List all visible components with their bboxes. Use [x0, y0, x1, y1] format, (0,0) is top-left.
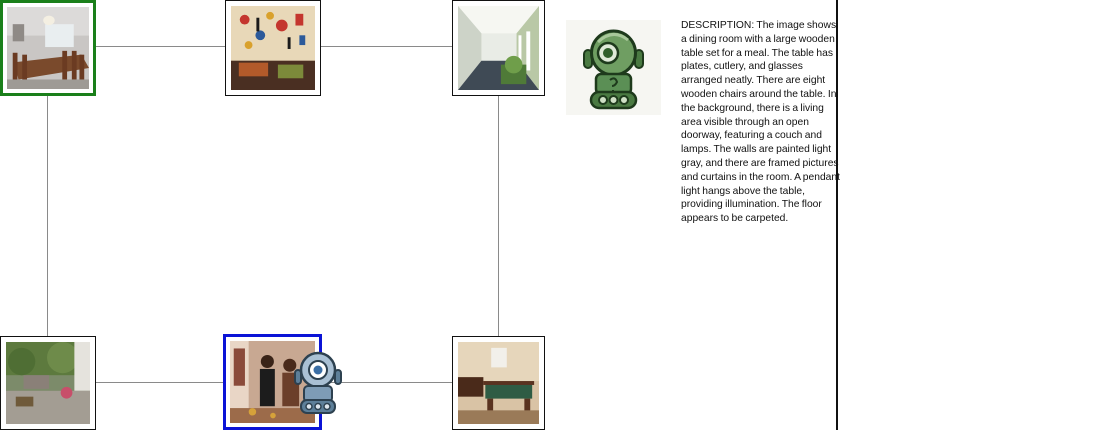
- billiards-room-thumbnail: [458, 342, 539, 424]
- edge-mural-to-veranda: [320, 46, 452, 47]
- edge-veranda-to-billiards: [498, 95, 499, 337]
- graph-node-billiards-room[interactable]: [452, 336, 545, 430]
- robot-icon: [583, 29, 644, 110]
- edge-garden-to-people: [95, 382, 225, 383]
- edge-people-to-billiards: [320, 382, 452, 383]
- kids-mural-room-thumbnail: [231, 6, 315, 90]
- graph-node-veranda-hallway[interactable]: [452, 0, 545, 96]
- dining-room-thumbnail: [7, 7, 89, 89]
- edge-dining-to-garden: [47, 95, 48, 337]
- agent-avatar-panel: [566, 20, 661, 115]
- graph-node-kids-mural-room[interactable]: [225, 0, 321, 96]
- agent-marker-robot-icon: [291, 350, 345, 416]
- panel-divider: [836, 0, 838, 430]
- scene-description: DESCRIPTION: The image shows a dining ro…: [681, 20, 840, 225]
- graph-node-garden-patio[interactable]: [0, 336, 96, 430]
- veranda-hallway-thumbnail: [458, 6, 539, 90]
- garden-patio-thumbnail: [6, 342, 90, 424]
- graph-node-dining-room[interactable]: [0, 0, 96, 96]
- edge-dining-to-mural: [95, 46, 225, 47]
- graph-node-people-room[interactable]: [223, 334, 322, 430]
